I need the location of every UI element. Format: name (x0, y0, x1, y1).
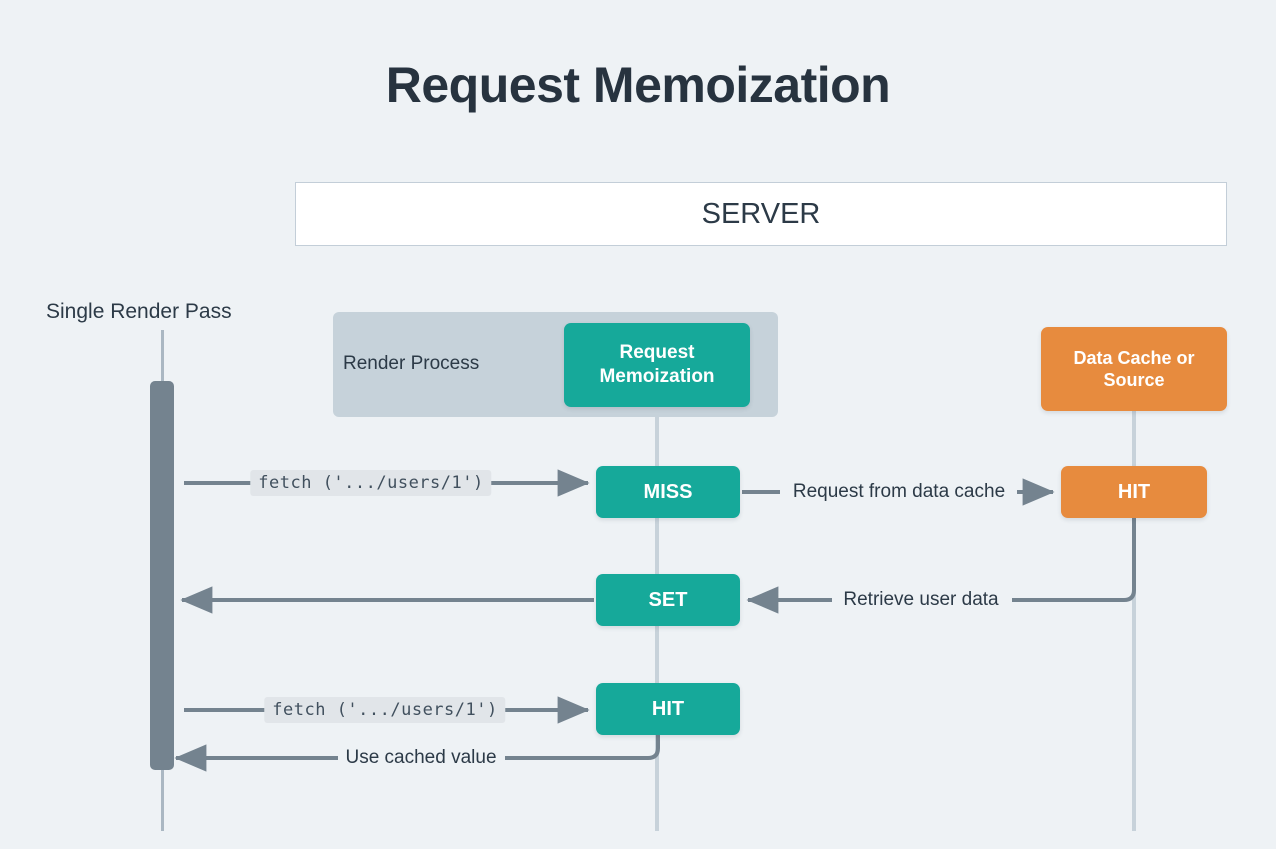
edge-label-use-cached-value: Use cached value (340, 747, 502, 769)
node-hit-memoization[interactable]: HIT (596, 683, 740, 735)
node-set[interactable]: SET (596, 574, 740, 626)
lifeline-render-pass-bottom (161, 769, 164, 831)
edge-label-retrieve-user-data: Retrieve user data (838, 589, 1004, 611)
node-miss[interactable]: MISS (596, 466, 740, 518)
node-data-cache-line2: Source (1103, 370, 1165, 390)
single-render-pass-label: Single Render Pass (46, 300, 232, 323)
lifeline-render-pass-top (161, 330, 164, 382)
render-process-label: Render Process (343, 353, 480, 374)
node-hit-data-cache[interactable]: HIT (1061, 466, 1207, 518)
server-label: SERVER (701, 197, 821, 230)
node-request-memoization[interactable]: Request Memoization (564, 323, 750, 407)
node-data-cache-line1: Data Cache or (1073, 347, 1195, 368)
lifeline-data-cache (1132, 411, 1136, 831)
edge-label-request-from-data-cache: Request from data cache (787, 481, 1011, 503)
page-title: Request Memoization (385, 57, 891, 113)
node-request-memoization-line1: Request (619, 342, 695, 364)
node-request-memoization-line2: Memoization (599, 366, 715, 387)
render-pass-activation-bar (150, 381, 174, 770)
node-data-cache-or-source[interactable]: Data Cache or Source (1041, 327, 1227, 411)
server-container: SERVER (295, 182, 1227, 246)
edge-label-fetch-1: fetch ('.../users/1') (250, 470, 492, 496)
edge-label-fetch-2: fetch ('.../users/1') (264, 697, 506, 723)
